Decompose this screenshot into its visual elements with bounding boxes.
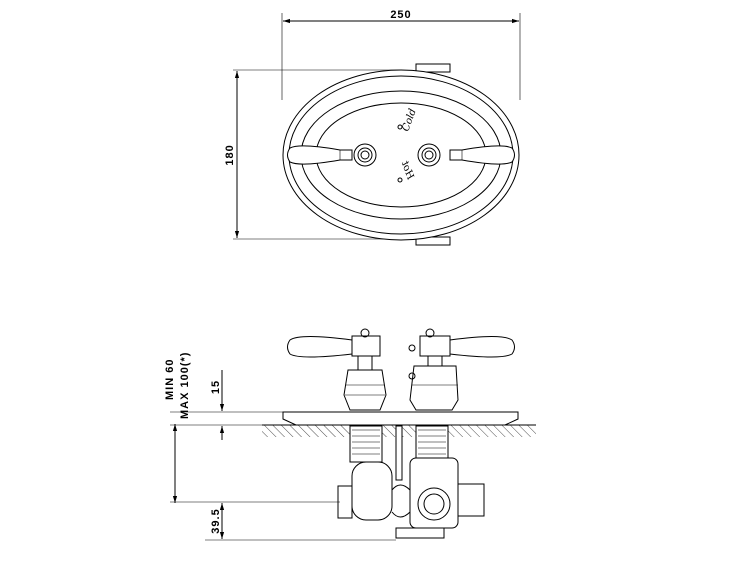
protrusion-label: 15: [210, 380, 222, 394]
hot-handle: [417, 143, 515, 167]
cold-handle-side: [287, 328, 387, 411]
height-dimension: 180: [224, 69, 400, 240]
width-dimension: 250: [281, 9, 521, 100]
depth-dimensions: MIN 60 MAX 100(*) 15 39.5: [164, 352, 396, 541]
top-clip: [415, 63, 451, 73]
depth-max-label: MAX 100(*): [179, 352, 191, 419]
hot-handle-side: [408, 328, 515, 411]
hot-indicator-dot: [397, 177, 403, 183]
height-dimension-label: 180: [224, 144, 236, 165]
front-view: 250 180: [224, 9, 521, 246]
cartridges: [349, 425, 449, 481]
plate-side: [282, 411, 519, 426]
cold-indicator-dot: [397, 124, 403, 130]
width-dimension-label: 250: [390, 9, 411, 21]
cold-handle: [287, 143, 377, 167]
depth-min-label: MIN 60: [164, 359, 176, 400]
offset-label: 39.5: [210, 508, 222, 533]
escutcheon-outer: [282, 69, 520, 241]
valve-body: [337, 457, 485, 539]
side-view: MIN 60 MAX 100(*) 15 39.5: [164, 328, 536, 541]
